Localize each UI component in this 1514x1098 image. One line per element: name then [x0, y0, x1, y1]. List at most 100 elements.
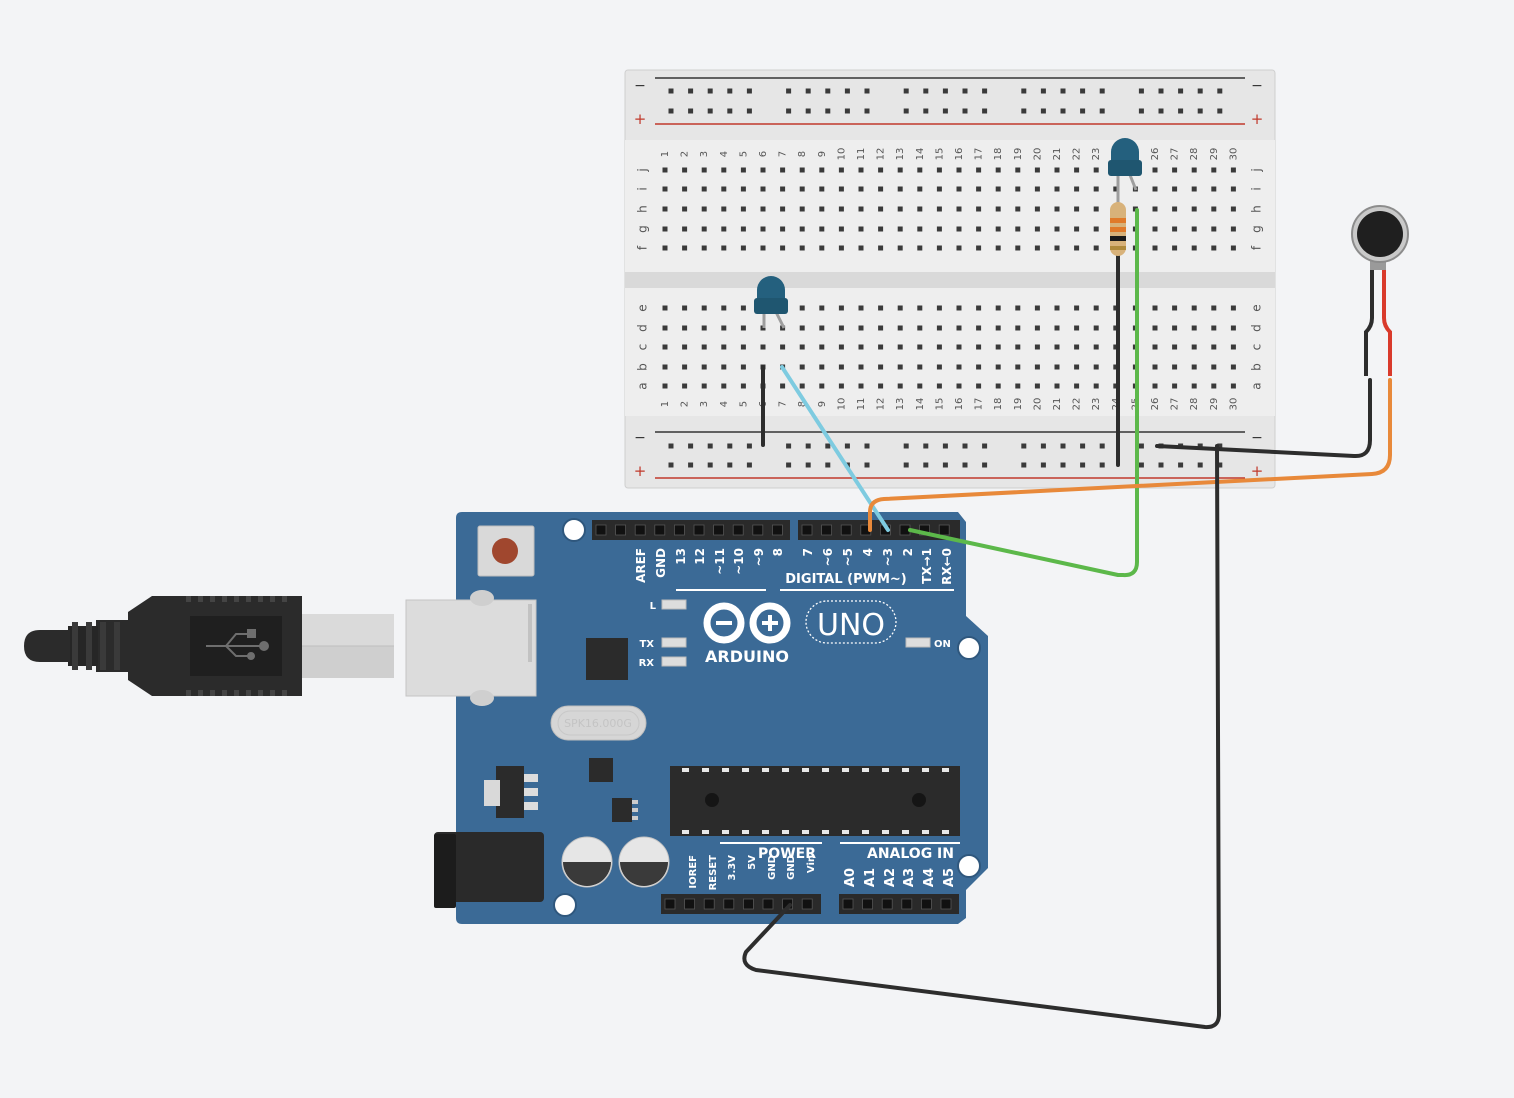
rail-hole[interactable]: [962, 108, 968, 114]
rail-hole[interactable]: [786, 443, 792, 449]
breadboard-hole[interactable]: [878, 325, 884, 331]
rail-hole[interactable]: [923, 108, 929, 114]
breadboard-hole[interactable]: [858, 305, 864, 311]
rail-hole[interactable]: [746, 108, 752, 114]
breadboard-hole[interactable]: [897, 206, 903, 212]
breadboard-hole[interactable]: [917, 383, 923, 389]
breadboard-hole[interactable]: [1172, 167, 1178, 173]
breadboard-hole[interactable]: [1074, 325, 1080, 331]
breadboard-hole[interactable]: [878, 364, 884, 370]
breadboard-hole[interactable]: [819, 305, 825, 311]
breadboard-hole[interactable]: [682, 344, 688, 350]
header-socket[interactable]: [938, 524, 950, 536]
rail-hole[interactable]: [1040, 88, 1046, 94]
breadboard-hole[interactable]: [1093, 344, 1099, 350]
rail-hole[interactable]: [707, 462, 713, 468]
breadboard-hole[interactable]: [995, 305, 1001, 311]
header-socket[interactable]: [821, 524, 832, 536]
rail-hole[interactable]: [707, 443, 713, 449]
rail-hole[interactable]: [668, 462, 674, 468]
breadboard-hole[interactable]: [1211, 226, 1217, 232]
breadboard-hole[interactable]: [897, 245, 903, 251]
rail-hole[interactable]: [942, 443, 948, 449]
breadboard-hole[interactable]: [936, 325, 942, 331]
breadboard-hole[interactable]: [819, 344, 825, 350]
rail-hole[interactable]: [707, 88, 713, 94]
breadboard-hole[interactable]: [878, 344, 884, 350]
breadboard-hole[interactable]: [1015, 383, 1021, 389]
breadboard-hole[interactable]: [976, 344, 982, 350]
rail-hole[interactable]: [844, 443, 850, 449]
breadboard-hole[interactable]: [780, 383, 786, 389]
rail-hole[interactable]: [903, 443, 909, 449]
rail-hole[interactable]: [1158, 88, 1164, 94]
breadboard-hole[interactable]: [799, 305, 805, 311]
arduino-uno-board[interactable]: L TX RX ON ARDUINO UNO SPK16.000G: [405, 512, 988, 924]
breadboard-hole[interactable]: [917, 344, 923, 350]
rail-hole[interactable]: [1138, 88, 1144, 94]
breadboard-hole[interactable]: [838, 226, 844, 232]
header-socket[interactable]: [752, 524, 764, 536]
breadboard-hole[interactable]: [780, 186, 786, 192]
breadboard-hole[interactable]: [1230, 167, 1236, 173]
breadboard-hole[interactable]: [976, 364, 982, 370]
breadboard-hole[interactable]: [1034, 305, 1040, 311]
led-right[interactable]: [1108, 138, 1142, 191]
breadboard-hole[interactable]: [1074, 206, 1080, 212]
breadboard-hole[interactable]: [897, 186, 903, 192]
breadboard-hole[interactable]: [1034, 325, 1040, 331]
breadboard-hole[interactable]: [1113, 383, 1119, 389]
breadboard-hole[interactable]: [662, 226, 668, 232]
breadboard-hole[interactable]: [682, 325, 688, 331]
breadboard-hole[interactable]: [682, 186, 688, 192]
header-socket[interactable]: [634, 524, 646, 536]
rail-hole[interactable]: [1197, 443, 1203, 449]
breadboard-hole[interactable]: [1230, 226, 1236, 232]
rail-hole[interactable]: [982, 108, 988, 114]
rail-hole[interactable]: [1021, 443, 1027, 449]
breadboard-hole[interactable]: [1074, 364, 1080, 370]
breadboard-hole[interactable]: [1054, 305, 1060, 311]
breadboard-hole[interactable]: [858, 245, 864, 251]
breadboard-hole[interactable]: [682, 364, 688, 370]
breadboard-hole[interactable]: [799, 325, 805, 331]
breadboard-hole[interactable]: [1191, 206, 1197, 212]
breadboard-hole[interactable]: [858, 364, 864, 370]
breadboard-hole[interactable]: [838, 383, 844, 389]
led-left[interactable]: [754, 276, 788, 329]
rail-hole[interactable]: [864, 88, 870, 94]
breadboard-hole[interactable]: [995, 226, 1001, 232]
breadboard-hole[interactable]: [858, 167, 864, 173]
breadboard-hole[interactable]: [1152, 186, 1158, 192]
breadboard-hole[interactable]: [995, 364, 1001, 370]
rail-hole[interactable]: [1158, 108, 1164, 114]
header-socket[interactable]: [762, 898, 774, 910]
breadboard-hole[interactable]: [1074, 226, 1080, 232]
rail-hole[interactable]: [668, 88, 674, 94]
breadboard-hole[interactable]: [662, 167, 668, 173]
breadboard-hole[interactable]: [740, 167, 746, 173]
breadboard-hole[interactable]: [1172, 305, 1178, 311]
breadboard-hole[interactable]: [1093, 167, 1099, 173]
rail-hole[interactable]: [1021, 462, 1027, 468]
breadboard-hole[interactable]: [1152, 167, 1158, 173]
rail-hole[interactable]: [942, 462, 948, 468]
breadboard-hole[interactable]: [956, 305, 962, 311]
breadboard-hole[interactable]: [936, 344, 942, 350]
header-socket[interactable]: [654, 524, 666, 536]
breadboard-hole[interactable]: [897, 325, 903, 331]
header-socket[interactable]: [862, 898, 873, 910]
breadboard-hole[interactable]: [1230, 245, 1236, 251]
breadboard-hole[interactable]: [1113, 325, 1119, 331]
breadboard-hole[interactable]: [1230, 305, 1236, 311]
breadboard-hole[interactable]: [956, 167, 962, 173]
wire-black-motor-gnd[interactable]: [1155, 378, 1372, 459]
breadboard-hole[interactable]: [682, 245, 688, 251]
breadboard-hole[interactable]: [917, 226, 923, 232]
breadboard-hole[interactable]: [1015, 167, 1021, 173]
header-socket[interactable]: [801, 524, 813, 536]
breadboard-hole[interactable]: [858, 226, 864, 232]
breadboard-hole[interactable]: [976, 186, 982, 192]
breadboard-hole[interactable]: [1034, 226, 1040, 232]
breadboard-hole[interactable]: [1074, 245, 1080, 251]
